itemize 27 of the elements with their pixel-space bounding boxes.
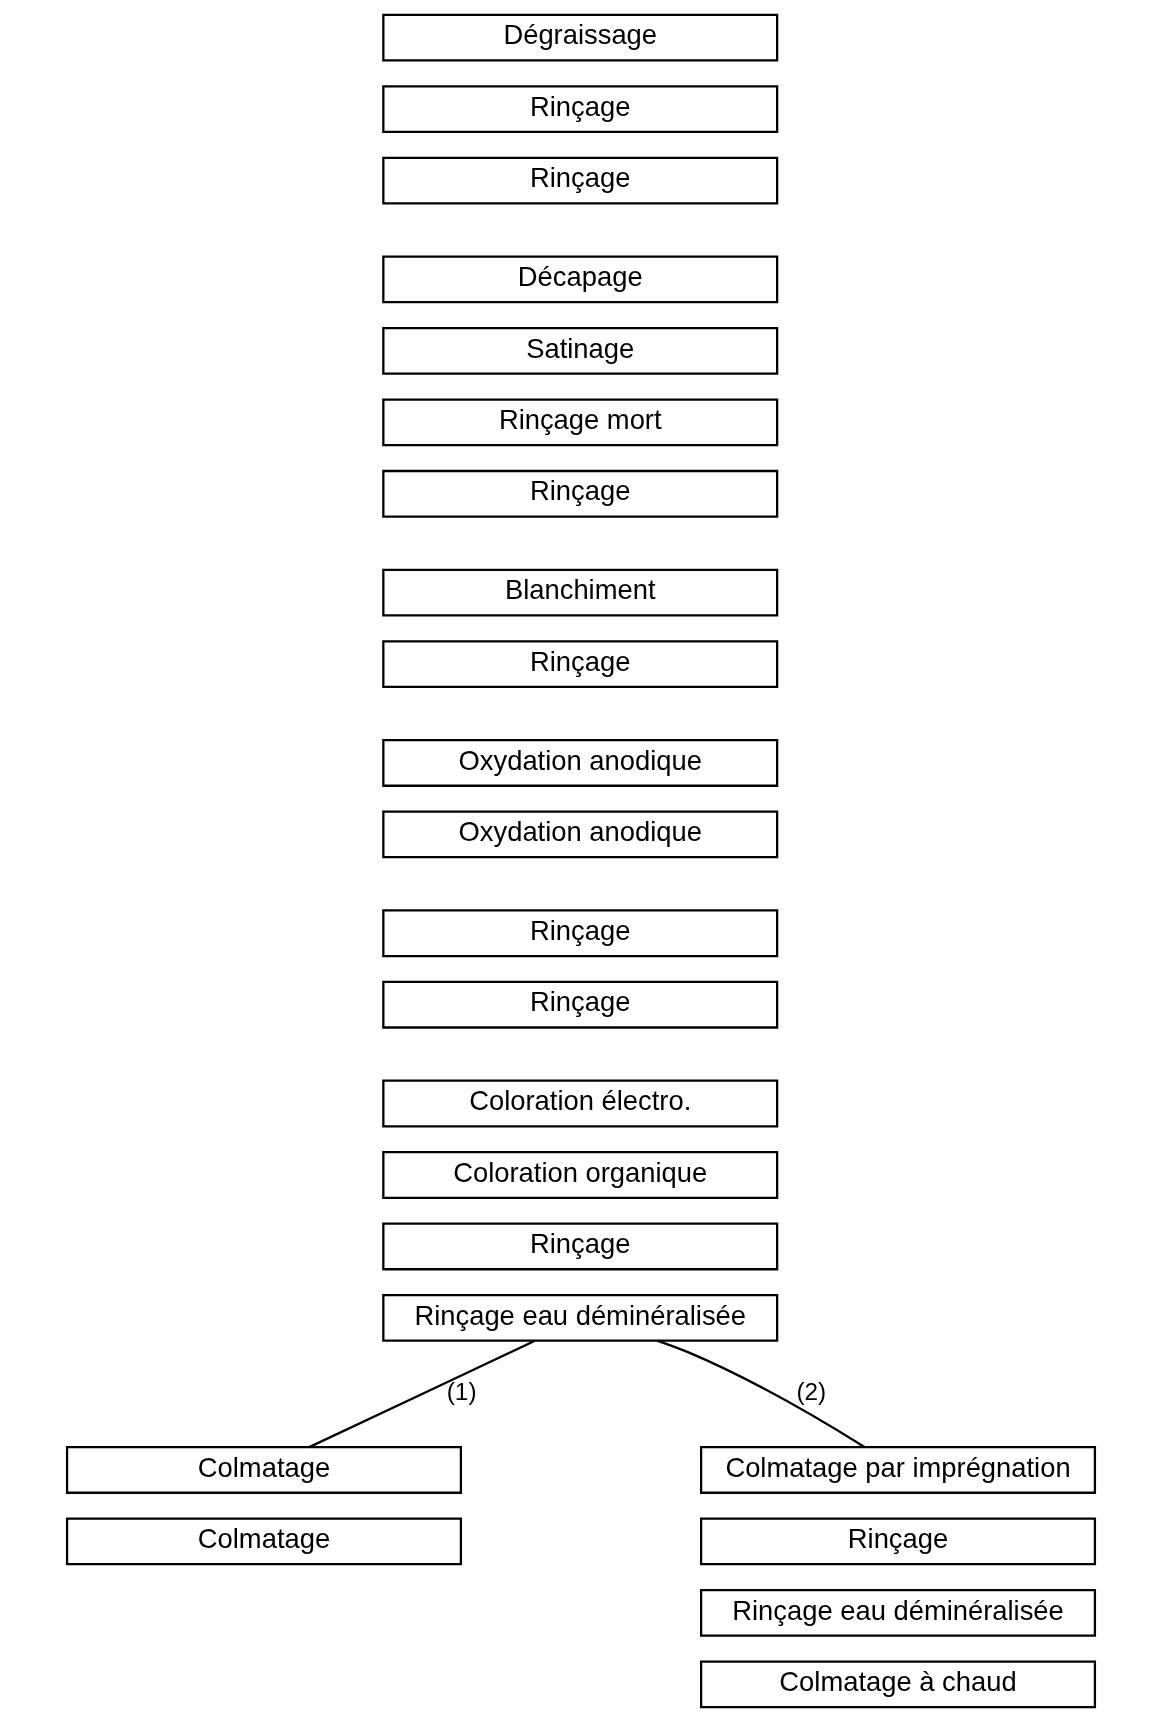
node-box: Rinçage (382, 1222, 779, 1271)
connector (657, 1339, 866, 1448)
node-box: Oxydation anodique (382, 739, 779, 787)
node-box: Rinçage (382, 909, 779, 958)
node-box: Dégraissage (382, 13, 779, 62)
node-box: Oxydation anodique (382, 810, 779, 859)
node-box: Colmatage par imprégnation (700, 1446, 1097, 1494)
node-box: Rinçage (700, 1517, 1097, 1566)
node-box: Colmatage (65, 1446, 462, 1494)
node-box: Rinçage (382, 640, 779, 689)
node-box: Colmatage à chaud (700, 1660, 1097, 1709)
node-box: Rinçage (382, 156, 779, 205)
node-box: Rinçage (382, 469, 779, 518)
node-box: Colmatage (65, 1517, 462, 1566)
node-box: Coloration électro. (382, 1079, 779, 1128)
connector (308, 1339, 536, 1449)
node-box: Décapage (382, 255, 779, 304)
node-box: Rinçage (382, 980, 779, 1029)
edge-label: (1) (446, 1377, 477, 1405)
node-box: Rinçage mort (382, 398, 779, 447)
node-box: Rinçage eau déminéralisée (382, 1293, 779, 1342)
node-box: Rinçage (382, 85, 779, 134)
node-box: Rinçage eau déminéralisée (700, 1588, 1097, 1637)
node-box: Satinage (382, 326, 779, 375)
node-box: Coloration organique (382, 1151, 779, 1199)
node-box: Blanchiment (382, 568, 779, 617)
edge-label: (2) (796, 1377, 827, 1405)
